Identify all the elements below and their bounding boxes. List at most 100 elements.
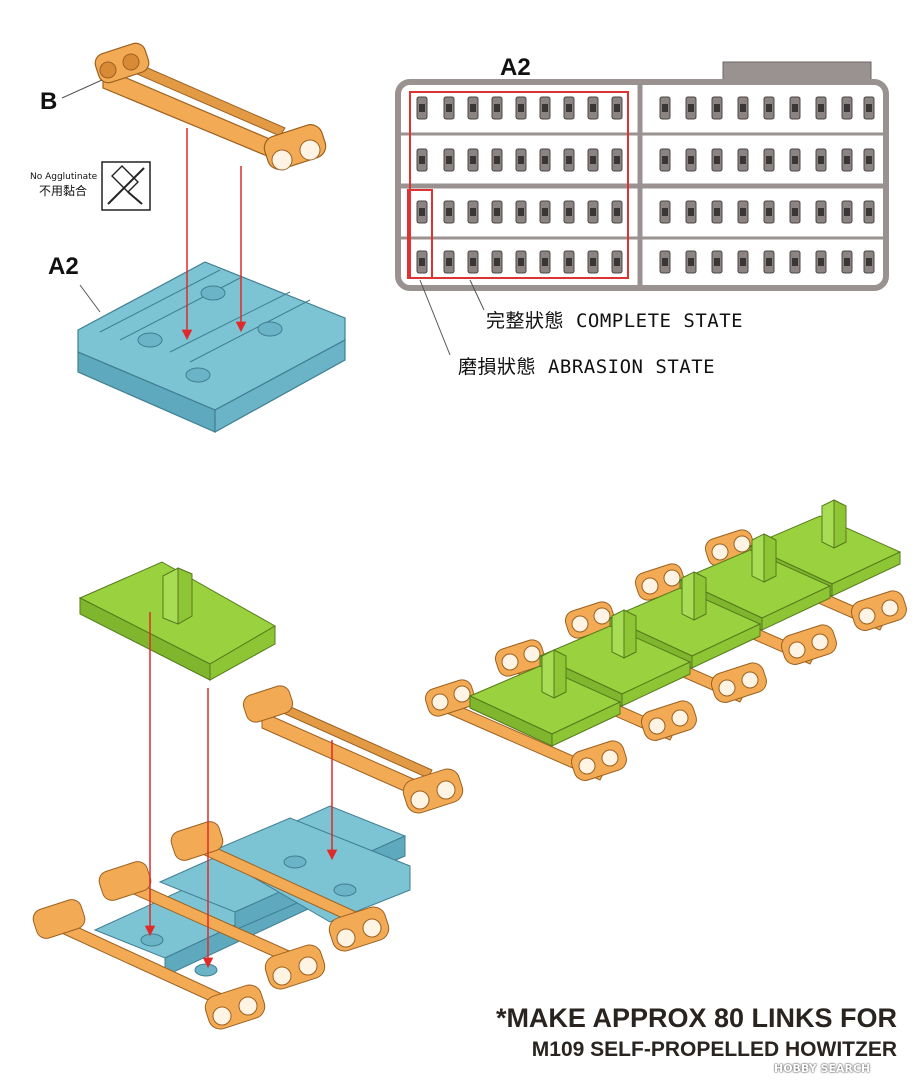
sprue-link-detail [740, 156, 746, 164]
track-pad-side [761, 585, 831, 631]
sprue-link-detail [818, 104, 824, 112]
sprue-link-detail [766, 156, 772, 164]
sprue-link-detail [662, 104, 668, 112]
track-pin-hole [453, 685, 471, 703]
track-link-end [780, 624, 837, 665]
sprue-link-detail [590, 156, 596, 164]
sprue-link-detail [688, 104, 694, 112]
track-pin-hole [733, 535, 751, 553]
sprue-link-detail [714, 156, 720, 164]
sprue-link-detail [518, 156, 524, 164]
track-guide-horn-side [623, 609, 637, 659]
track-guide-horn-side [553, 649, 567, 699]
sprue-links [416, 96, 875, 274]
sprue-link-detail [844, 104, 850, 112]
sprue-link-detail [662, 156, 668, 164]
sprue-link-detail [866, 156, 872, 164]
sprue-link-detail [470, 156, 476, 164]
sprue-link-detail [740, 104, 746, 112]
label-part-a2-sprue: A2 [500, 54, 531, 81]
sprue-link-detail [419, 208, 425, 216]
link-b [94, 42, 327, 171]
sprue-link-detail [542, 156, 548, 164]
track-pin-hole [741, 671, 759, 689]
track-pin-hole [671, 709, 689, 727]
sprue-link-detail [419, 104, 425, 112]
sprue-link-detail [542, 258, 548, 266]
track-link-end [570, 740, 627, 781]
sprue-link-detail [714, 208, 720, 216]
sprue-link-detail [470, 104, 476, 112]
track-pad-side [551, 701, 621, 747]
track-pin-hole [431, 693, 449, 711]
sprue-link-detail [766, 258, 772, 266]
note-line-2: M109 SELF-PROPELLED HOWITZER [531, 1038, 897, 1061]
sprue-link-detail [818, 156, 824, 164]
track-pin-hole [601, 749, 619, 767]
sprue-link-detail [766, 208, 772, 216]
note-line-1: *MAKE APPROX 80 LINKS FOR [495, 1003, 897, 1033]
sprue-link-detail [518, 104, 524, 112]
sprue-link-detail [792, 156, 798, 164]
track-shoe-a2 [77, 261, 346, 434]
sprue-link-detail [590, 208, 596, 216]
sprue-link-detail [566, 156, 572, 164]
sprue-link-detail [494, 258, 500, 266]
sprue-link-detail [792, 104, 798, 112]
no-glue-en: No Agglutinate [30, 172, 98, 182]
sprue-link-detail [470, 208, 476, 216]
track-pin-hole [523, 645, 541, 663]
sprue-link-detail [590, 258, 596, 266]
sprue-link-detail [662, 258, 668, 266]
track-guide-horn-side [763, 533, 777, 583]
sprue-link-detail [614, 258, 620, 266]
track-pin-hole [718, 679, 736, 697]
sprue-link-detail [740, 258, 746, 266]
track-pad-side [831, 551, 901, 597]
abrasion-state-outline [407, 189, 433, 279]
sprue-link-detail [446, 156, 452, 164]
no-glue-zh: 不用黏合 [38, 184, 87, 198]
track-pin-hole [648, 717, 666, 735]
abrasion-state-label: 磨損狀態 ABRASION STATE [458, 356, 716, 378]
track-link-end [710, 662, 767, 703]
sprue-link-detail [866, 208, 872, 216]
sprue-link-detail [866, 258, 872, 266]
sprue-link-detail [446, 104, 452, 112]
assembly-links [32, 821, 390, 1030]
sprue-link-detail [844, 208, 850, 216]
sprue-link-detail [818, 258, 824, 266]
track-guide-horn-side [833, 499, 847, 549]
track-pin-hole [501, 653, 519, 671]
track-pin-hole [788, 641, 806, 659]
sprue-link-detail [590, 104, 596, 112]
sprue-link-detail [494, 208, 500, 216]
no-glue-caption: No Agglutinate 不用黏合 [30, 170, 98, 198]
sprue-link-detail [419, 258, 425, 266]
sprue-link-detail [688, 156, 694, 164]
assembled-track [424, 499, 907, 781]
label-part-b: B [40, 88, 58, 115]
track-pin-hole [663, 569, 681, 587]
track-pin-hole [881, 599, 899, 617]
sprue-link-detail [446, 258, 452, 266]
sprue-link-detail [844, 156, 850, 164]
sprue-link-detail [518, 208, 524, 216]
label-part-a2-left: A2 [48, 253, 79, 280]
sprue-link-detail [792, 208, 798, 216]
complete-state-label: 完整狀態 COMPLETE STATE [486, 310, 744, 332]
sprue-link-detail [614, 104, 620, 112]
track-pin-hole [593, 607, 611, 625]
sprue-link-detail [518, 258, 524, 266]
sprue-link-detail [844, 258, 850, 266]
sprue-link-detail [419, 156, 425, 164]
track-pin-hole [711, 543, 729, 561]
sprue-link-detail [494, 156, 500, 164]
track-link-end [640, 700, 697, 741]
sprue-link-detail [714, 104, 720, 112]
sprue-link-detail [566, 258, 572, 266]
sprue-link-detail [446, 208, 452, 216]
sprue-link-detail [614, 156, 620, 164]
